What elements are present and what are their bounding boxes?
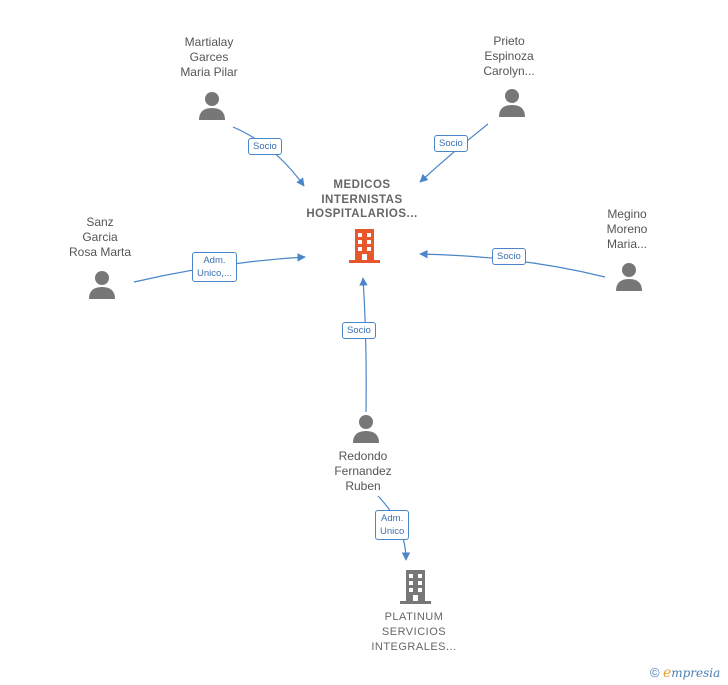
person-name-sanz[interactable]: Sanz Garcia Rosa Marta <box>68 215 132 259</box>
person-name-megino[interactable]: Megino Moreno Maria... <box>606 207 648 251</box>
relation-badge-prieto[interactable]: Socio <box>434 135 468 152</box>
person-icon[interactable] <box>352 414 380 444</box>
edge-redondo-center <box>359 277 368 413</box>
person-icon[interactable] <box>498 88 526 118</box>
relation-badge-megino[interactable]: Socio <box>492 248 526 265</box>
copyright-icon: © <box>650 665 660 680</box>
relation-badge-sanz[interactable]: Adm. Unico,... <box>192 252 237 282</box>
person-icon[interactable] <box>615 262 643 292</box>
brand-initial: e <box>662 665 672 681</box>
building-icon[interactable] <box>349 229 380 263</box>
relation-badge-redondo-platinum[interactable]: Adm. Unico <box>375 510 410 540</box>
relation-badge-redondo-center[interactable]: Socio <box>342 322 376 339</box>
building-icon[interactable] <box>400 570 431 604</box>
secondary-company-name[interactable]: PLATINUM SERVICIOS INTEGRALES... <box>371 611 457 653</box>
edge-martialay-center <box>232 126 305 187</box>
relation-badge-martialay[interactable]: Socio <box>248 138 282 155</box>
person-name-redondo[interactable]: Redondo Fernandez Ruben <box>334 449 392 493</box>
person-icon[interactable] <box>88 270 116 300</box>
brand-name: mpresia <box>671 666 721 680</box>
empresia-footer[interactable]: © empresia <box>650 665 720 681</box>
center-company-name[interactable]: MEDICOS INTERNISTAS HOSPITALARIOS... <box>306 179 418 220</box>
person-name-martialay[interactable]: Martialay Garces Maria Pilar <box>180 35 238 79</box>
person-name-prieto[interactable]: Prieto Espinoza Carolyn... <box>483 34 535 78</box>
person-icon[interactable] <box>198 91 226 121</box>
edge-prieto-center <box>419 123 489 183</box>
